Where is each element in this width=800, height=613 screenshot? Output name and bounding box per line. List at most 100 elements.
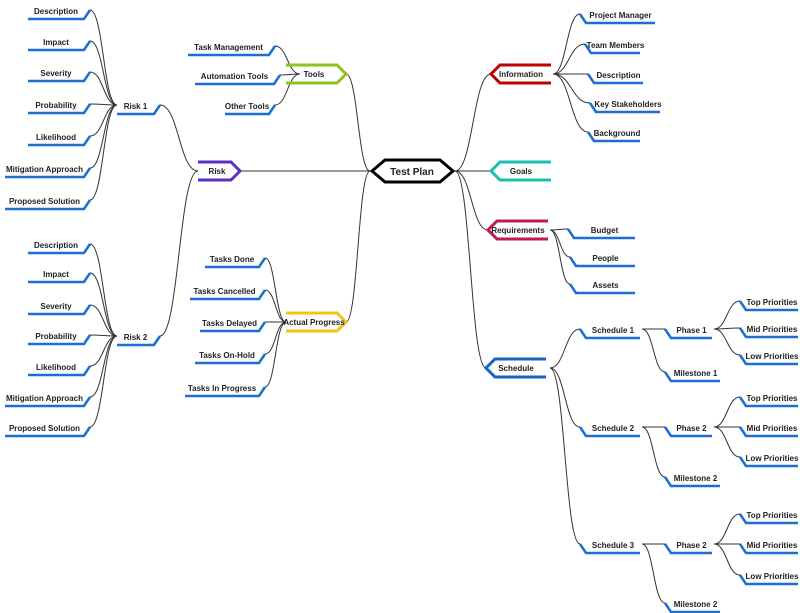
connector-line	[89, 335, 118, 428]
node-probability[interactable]: Probability	[28, 332, 92, 346]
node-underline	[28, 103, 92, 115]
branch-shape	[488, 63, 551, 85]
node-label: Tasks In Progress	[188, 384, 257, 393]
root-shape	[369, 158, 456, 184]
connector-line	[89, 104, 118, 137]
node-underline	[738, 354, 798, 366]
node-label: Top Priorities	[747, 394, 799, 403]
node-proposed-solution[interactable]: Proposed Solution	[5, 424, 92, 438]
node-budget[interactable]: Budget	[566, 226, 635, 240]
node-likelihood[interactable]: Likelihood	[28, 363, 92, 377]
node-underline	[195, 353, 267, 365]
node-milestone-2[interactable]: Milestone 2	[663, 600, 720, 613]
root-node[interactable]: Test Plan	[369, 158, 456, 184]
node-other-tools[interactable]: Other Tools	[225, 102, 277, 116]
node-label: Description	[34, 241, 78, 250]
connector-line	[89, 334, 118, 337]
node-label: Mid Priorities	[747, 325, 798, 334]
connector-line	[552, 43, 586, 75]
node-low-priorities[interactable]: Low Priorities	[738, 572, 799, 586]
branch-risk[interactable]: Risk	[198, 160, 243, 182]
branch-requirements[interactable]: Requirements	[485, 219, 548, 241]
connector-line	[89, 243, 118, 337]
node-mid-priorities[interactable]: Mid Priorities	[738, 424, 798, 438]
connector-line	[549, 229, 571, 285]
node-mid-priorities[interactable]: Mid Priorities	[738, 325, 798, 339]
branch-shape	[485, 219, 548, 241]
branch-actual-progress[interactable]: Actual Progress	[283, 311, 349, 333]
node-underline	[663, 371, 720, 383]
connector-line	[454, 73, 492, 172]
node-tasks-delayed[interactable]: Tasks Delayed	[200, 319, 267, 333]
node-tasks-done[interactable]: Tasks Done	[205, 255, 267, 269]
node-label: Mid Priorities	[747, 541, 798, 550]
node-top-priorities[interactable]: Top Priorities	[738, 394, 799, 408]
node-schedule-3[interactable]: Schedule 3	[578, 541, 640, 555]
node-underline	[663, 426, 712, 438]
node-proposed-solution[interactable]: Proposed Solution	[5, 197, 92, 211]
node-mid-priorities[interactable]: Mid Priorities	[738, 541, 798, 555]
node-low-priorities[interactable]: Low Priorities	[738, 352, 799, 366]
node-probability[interactable]: Probability	[28, 101, 92, 115]
node-likelihood[interactable]: Likelihood	[28, 133, 92, 147]
node-impact[interactable]: Impact	[28, 270, 92, 284]
node-risk-2[interactable]: Risk 2	[117, 333, 162, 347]
node-underline	[586, 73, 643, 85]
node-automation-tools[interactable]: Automation Tools	[195, 72, 282, 86]
node-risk-1[interactable]: Risk 1	[117, 102, 162, 116]
branch-shape	[198, 160, 243, 182]
node-key-stakeholders[interactable]: Key Stakeholders	[588, 100, 662, 114]
branch-tools[interactable]: Tools	[286, 63, 349, 85]
node-project-manager[interactable]: Project Manager	[578, 11, 655, 25]
node-phase-2[interactable]: Phase 2	[663, 541, 712, 555]
node-description[interactable]: Description	[586, 71, 643, 85]
node-severity[interactable]: Severity	[28, 69, 92, 83]
node-impact[interactable]: Impact	[28, 38, 92, 52]
node-assets[interactable]: Assets	[568, 281, 635, 295]
node-underline	[738, 456, 798, 468]
node-phase-1[interactable]: Phase 1	[663, 326, 712, 340]
node-mitigation-approach[interactable]: Mitigation Approach	[5, 394, 92, 408]
branch-shape	[483, 357, 546, 379]
node-label: Mitigation Approach	[6, 165, 83, 174]
node-description[interactable]: Description	[28, 241, 92, 255]
node-people[interactable]: People	[568, 254, 635, 268]
node-milestone-2[interactable]: Milestone 2	[663, 474, 720, 488]
node-underline	[568, 283, 635, 295]
node-milestone-1[interactable]: Milestone 1	[663, 369, 720, 383]
node-label: Task Management	[194, 43, 263, 52]
node-mitigation-approach[interactable]: Mitigation Approach	[5, 165, 92, 179]
branch-information[interactable]: Information	[488, 63, 551, 85]
node-tasks-on-hold[interactable]: Tasks On-Hold	[195, 351, 267, 365]
connector-line	[549, 367, 581, 545]
node-task-management[interactable]: Task Management	[188, 43, 277, 57]
node-low-priorities[interactable]: Low Priorities	[738, 454, 799, 468]
branch-schedule[interactable]: Schedule	[483, 357, 546, 379]
node-label: Impact	[43, 38, 69, 47]
node-schedule-2[interactable]: Schedule 2	[578, 424, 640, 438]
node-team-members[interactable]: Team Members	[583, 41, 645, 55]
node-underline	[738, 327, 798, 339]
node-underline	[5, 396, 92, 408]
node-top-priorities[interactable]: Top Priorities	[738, 511, 798, 525]
node-tasks-cancelled[interactable]: Tasks Cancelled	[190, 287, 267, 301]
node-background[interactable]: Background	[586, 129, 640, 143]
node-description[interactable]: Description	[28, 7, 92, 21]
node-phase-2[interactable]: Phase 2	[663, 424, 712, 438]
connector-line	[89, 9, 118, 106]
node-underline	[568, 256, 635, 268]
node-label: Description	[34, 7, 78, 16]
node-severity[interactable]: Severity	[28, 302, 92, 316]
node-schedule-1[interactable]: Schedule 1	[578, 326, 640, 340]
connector-line	[89, 104, 118, 201]
node-top-priorities[interactable]: Top Priorities	[738, 298, 798, 312]
node-label: Tasks Done	[210, 255, 255, 264]
node-tasks-in-progress[interactable]: Tasks In Progress	[185, 384, 267, 398]
branch-goals[interactable]: Goals	[488, 160, 551, 182]
connector-line	[713, 328, 741, 356]
node-underline	[188, 45, 277, 57]
node-underline	[738, 300, 798, 312]
connector-line	[274, 73, 301, 106]
node-label: Probability	[35, 332, 77, 341]
node-label: Proposed Solution	[9, 424, 80, 433]
